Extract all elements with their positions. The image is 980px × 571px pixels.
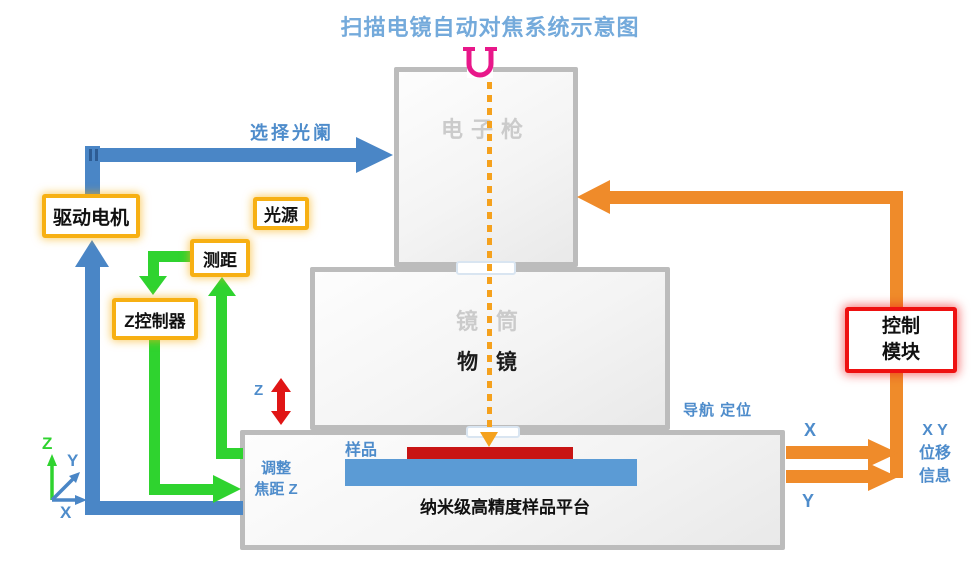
x-displacement-arrowhead	[868, 439, 898, 467]
green-line-platform-to-rangefinder-v	[216, 294, 227, 459]
green-line-zcontroller-to-platform-v	[149, 339, 160, 495]
blue-joint-tick	[89, 149, 92, 161]
xy-displacement-info-label: X Y 位移 信息	[910, 419, 960, 488]
control-module-label-line1: 控制	[881, 316, 920, 337]
xy-info-line3: 信息	[918, 468, 951, 485]
orange-line-horizontal-top	[608, 191, 898, 204]
light-source-box: 光源	[253, 197, 309, 230]
blue-line-horizontal-bottom	[85, 501, 243, 515]
drive-motor-label: 驱动电机	[52, 207, 129, 229]
rangefinder-arrowhead	[208, 277, 236, 296]
electron-gun-label: 电子枪	[440, 117, 531, 142]
adjust-focus-line2: 焦距 Z	[254, 481, 298, 498]
electron-beam-arrowhead	[480, 432, 498, 447]
zcontroller-arrowhead	[139, 276, 167, 295]
green-line-zcontroller-to-platform-h	[149, 484, 213, 495]
x-displacement-arrow-shaft	[786, 446, 870, 459]
y-displacement-arrow-shaft	[786, 470, 870, 483]
filament-icon	[463, 44, 497, 78]
stage-bar	[345, 459, 637, 486]
range-finder-box: 测距	[190, 239, 250, 277]
control-module-box: 控制 模块	[845, 307, 957, 373]
control-to-gun-arrowhead	[577, 180, 610, 214]
electron-beam-dashed-line	[487, 82, 492, 434]
axis-y-label: Y	[67, 451, 79, 470]
blue-line-vertical-bottom	[85, 265, 100, 515]
select-aperture-label: 选择光阑	[250, 123, 334, 143]
green-line-rangefinder-to-zcontroller-h	[148, 251, 190, 262]
blue-joint-tick	[95, 149, 98, 161]
z-travel-label: Z	[254, 382, 264, 399]
xy-info-line1: X Y	[922, 422, 948, 439]
aperture-top	[456, 261, 516, 275]
z-travel-arrow-shaft	[277, 390, 285, 414]
y-signal-label: Y	[802, 491, 815, 511]
z-travel-arrowhead-up	[271, 378, 291, 392]
adjust-focus-label: 调整 焦距 Z	[246, 458, 306, 500]
sample-bar	[407, 447, 573, 459]
z-controller-label: Z控制器	[124, 311, 186, 331]
drive-motor-arrowhead	[75, 240, 109, 267]
sample-label: 样品	[345, 442, 378, 459]
axis-x-label: X	[60, 503, 72, 522]
x-signal-label: X	[804, 420, 817, 440]
z-controller-box: Z控制器	[112, 298, 198, 340]
adjust-focus-line1: 调整	[260, 460, 291, 477]
diagram-title: 扫描电镜自动对焦系统示意图	[340, 15, 640, 40]
control-module-label-line2: 模块	[881, 342, 920, 363]
y-displacement-arrowhead	[868, 463, 898, 491]
adjust-focus-arrowhead	[213, 475, 241, 503]
green-line-rangefinder-to-zcontroller-v	[148, 251, 159, 278]
select-aperture-arrowhead	[356, 137, 393, 173]
z-travel-arrowhead-down	[271, 411, 291, 425]
xy-info-line2: 位移	[918, 445, 951, 462]
electron-gun-box	[394, 67, 578, 267]
xyz-axes-icon	[47, 454, 87, 505]
green-line-platform-to-rangefinder-h	[216, 448, 243, 459]
light-source-label: 光源	[264, 206, 298, 225]
blue-line-horizontal-top	[85, 148, 357, 162]
drive-motor-box: 驱动电机	[42, 194, 140, 238]
range-finder-label: 测距	[203, 250, 237, 270]
axis-z-label: Z	[42, 434, 53, 453]
stage-caption: 纳米级高精度样品平台	[420, 498, 590, 517]
nav-positioning-label: 导航 定位	[683, 402, 753, 419]
